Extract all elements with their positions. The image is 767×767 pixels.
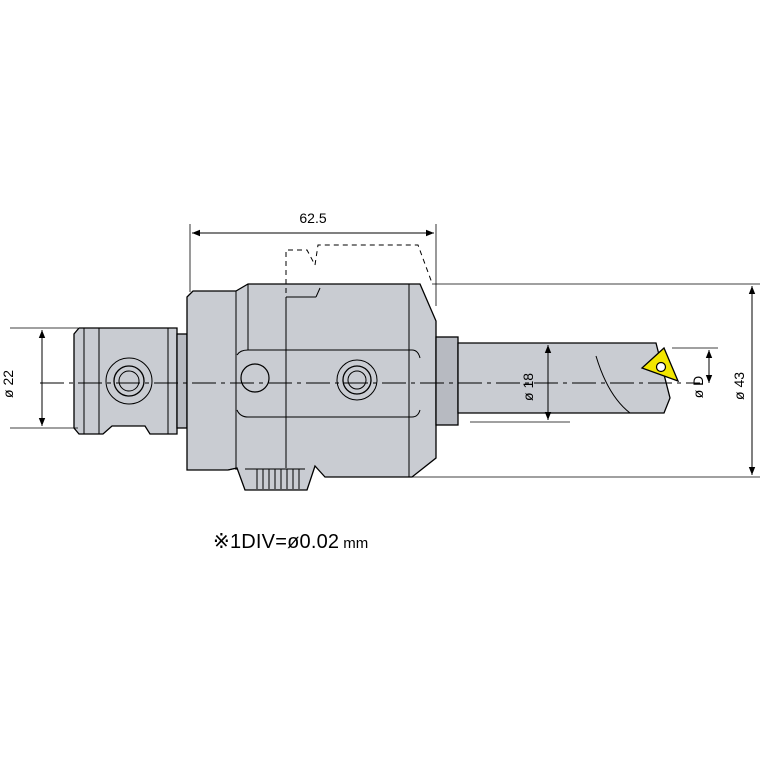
insert-icon (640, 346, 680, 383)
shank-screw-icon (105, 357, 153, 405)
dim-label-shank: ø 22 (0, 370, 16, 398)
adjustment-dial (245, 468, 305, 489)
boring-bar (435, 336, 671, 426)
body-screw-left-icon (240, 363, 270, 393)
body-screw-right-icon (336, 359, 378, 401)
division-note-unit: mm (343, 535, 369, 552)
extension-lines (10, 224, 760, 478)
head-body (186, 283, 437, 491)
adjustment-outline (285, 244, 433, 293)
dim-label-length: 62.5 (299, 210, 326, 226)
dim-label-bore: ø D (690, 376, 706, 399)
dim-label-body: ø 43 (731, 372, 747, 400)
division-note-text: ※1DIV=ø0.02 (213, 531, 340, 553)
dim-label-bar: ø 18 (520, 373, 536, 401)
